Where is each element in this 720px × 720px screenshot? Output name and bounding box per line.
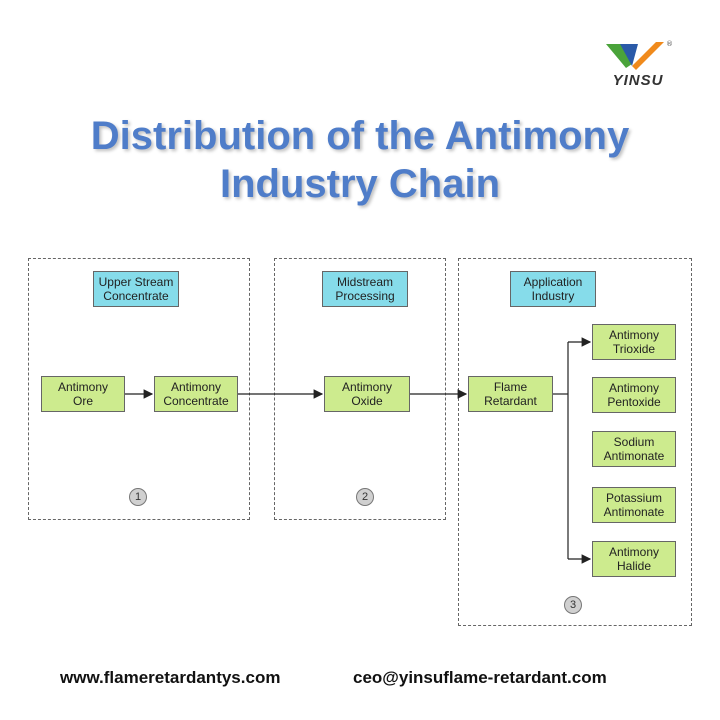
registered-mark: ®: [666, 40, 673, 48]
stage-midstream: [274, 258, 446, 520]
brand-name: YINSU: [612, 72, 664, 89]
yinsu-logo-icon: ®: [606, 40, 673, 70]
title-line-2: Industry Chain: [219, 162, 501, 206]
stage-number-1: 1: [129, 488, 147, 506]
footer-email-link[interactable]: ceo@yinsuflame-retardant.com: [353, 668, 607, 687]
footer-website-link[interactable]: www.flameretardantys.com: [60, 668, 281, 687]
stage-upstream: [28, 258, 250, 520]
title-line-1: Distribution of the Antimony: [90, 114, 630, 158]
stage-number-3: 3: [564, 596, 582, 614]
stage-number-2: 2: [356, 488, 374, 506]
stage-application: [458, 258, 692, 626]
page-title: Distribution of the Antimony Industry Ch…: [0, 112, 720, 208]
